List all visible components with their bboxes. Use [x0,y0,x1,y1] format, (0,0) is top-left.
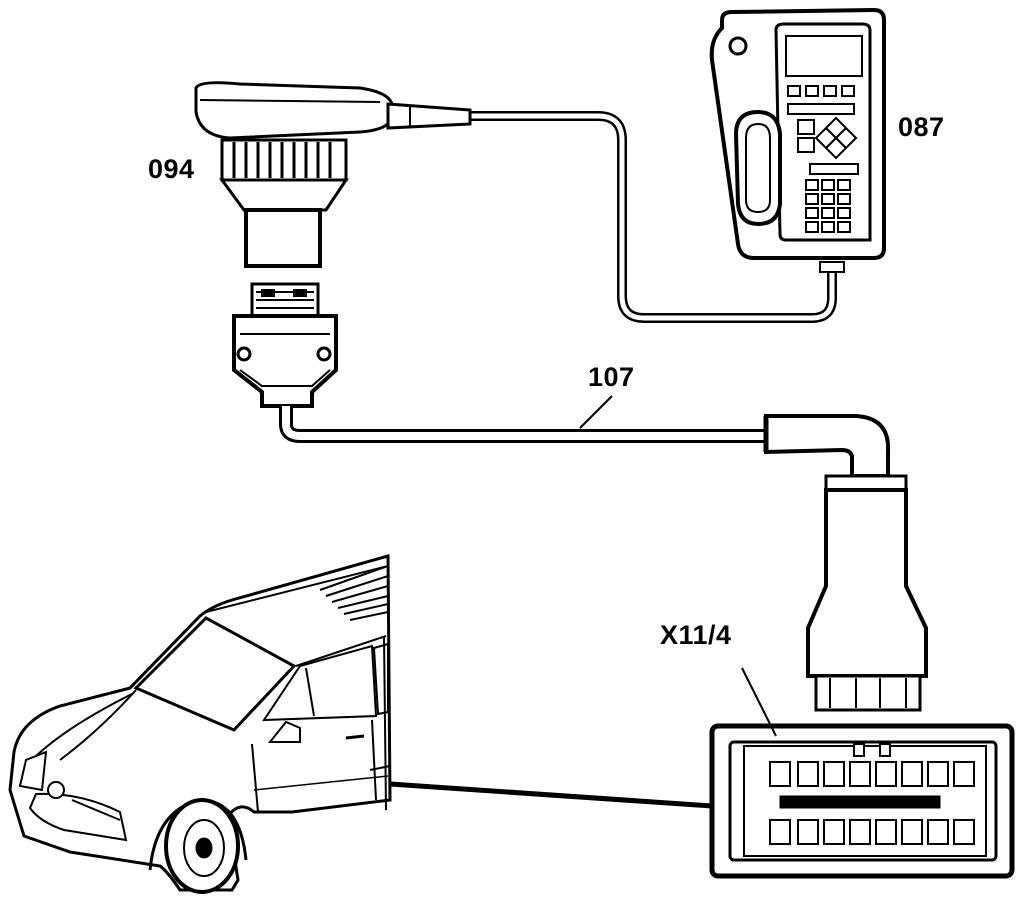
vehicle [10,556,390,892]
label-adapter-094: 094 [148,154,195,184]
cable-107-plug [234,284,336,406]
obd-plug [766,416,926,710]
label-tester-087: 087 [898,112,945,142]
label-socket-x11-4: X11/4 [660,620,732,650]
tester-cable [470,116,844,318]
socket-x11-4 [712,726,1012,876]
cable-107 [286,396,770,436]
label-cable-107: 107 [588,362,635,392]
tester-087 [712,10,884,258]
adapter-094 [196,83,470,266]
